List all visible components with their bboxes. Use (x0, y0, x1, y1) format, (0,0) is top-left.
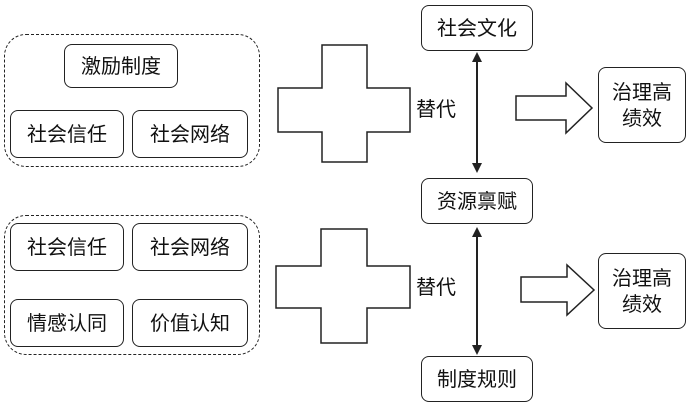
outcome-box-bottom: 治理高绩效 (598, 253, 686, 329)
outcome-box-top: 治理高绩效 (598, 67, 686, 143)
identity-box: 情感认同 (10, 299, 124, 347)
substitute-label-bottom: 替代 (416, 275, 456, 299)
values-box: 价值认知 (132, 299, 248, 347)
rules-box: 制度规则 (421, 356, 533, 402)
outcome-arrow-top (515, 81, 594, 135)
arrow-head-down-top (472, 163, 482, 173)
top-factor-group (4, 34, 260, 167)
plus-shape-top (277, 44, 411, 163)
top-network-box: 社会网络 (132, 110, 248, 158)
arrow-head-up-top (472, 52, 482, 62)
bottom-factor-group (4, 215, 260, 355)
resources-box: 资源禀赋 (421, 178, 533, 224)
arrow-head-up-bottom (472, 227, 482, 237)
bottom-trust-box: 社会信任 (10, 223, 124, 271)
arrow-head-down-bottom (472, 345, 482, 355)
top-trust-box: 社会信任 (10, 110, 124, 158)
plus-shape-bottom (275, 228, 411, 344)
culture-box: 社会文化 (421, 5, 533, 51)
incentive-box: 激励制度 (64, 44, 178, 88)
bottom-network-box: 社会网络 (132, 223, 248, 271)
outcome-arrow-bottom (520, 263, 596, 317)
substitute-label-top: 替代 (416, 97, 456, 121)
